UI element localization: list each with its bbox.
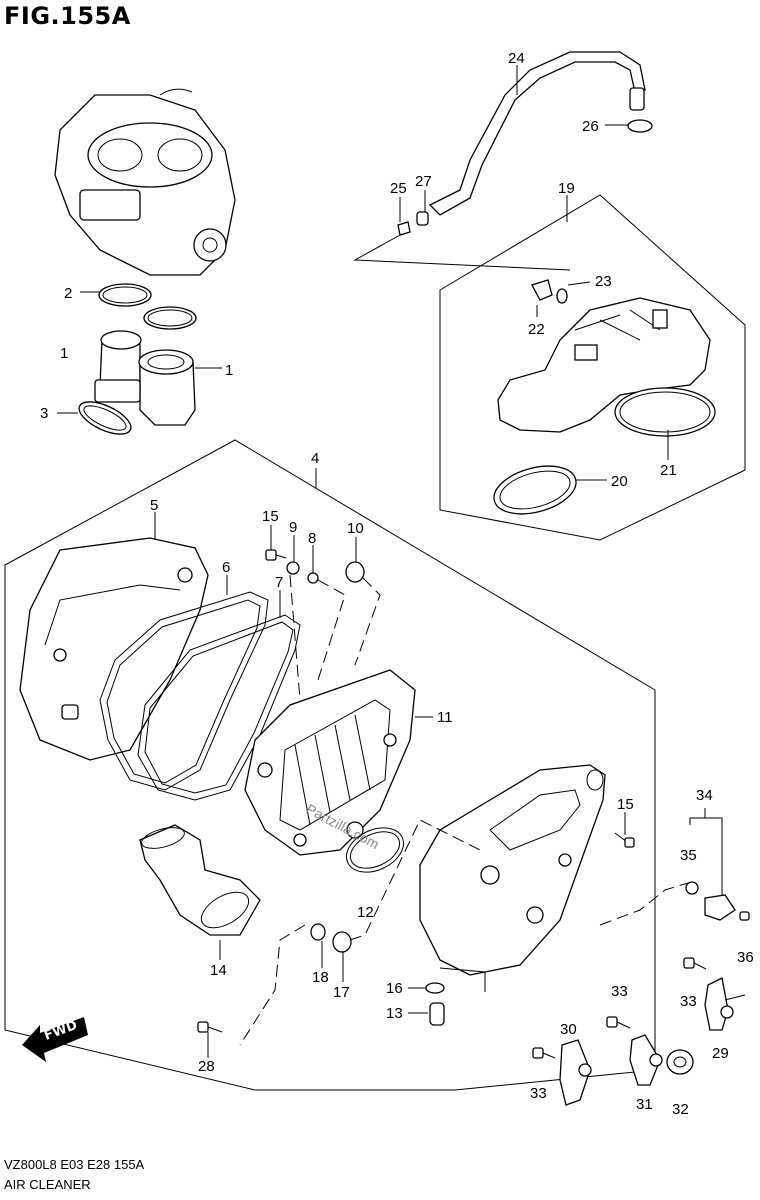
callout-15-right: 15 bbox=[617, 796, 634, 813]
cap-25 bbox=[397, 221, 411, 236]
figure-title: FIG.155A bbox=[4, 2, 131, 30]
bolt-33-a bbox=[683, 957, 707, 970]
assembly-leaders bbox=[239, 574, 689, 1046]
inlet-tube-14 bbox=[139, 824, 261, 936]
callout-20: 20 bbox=[611, 473, 628, 490]
fitting-22-23 bbox=[531, 279, 568, 304]
callout-7: 7 bbox=[275, 574, 283, 591]
callout-15-top: 15 bbox=[262, 508, 279, 525]
seal-20 bbox=[493, 465, 577, 515]
band-21 bbox=[614, 387, 716, 437]
callout-33-c: 33 bbox=[530, 1085, 547, 1102]
bolt-33-b bbox=[606, 1016, 631, 1029]
group-outline-19 bbox=[439, 194, 746, 541]
bracket-30 bbox=[559, 1039, 592, 1106]
callout-14: 14 bbox=[210, 962, 227, 979]
bolt-15-top bbox=[265, 549, 287, 561]
callout-32: 32 bbox=[672, 1101, 689, 1118]
callout-1-a: 1 bbox=[60, 345, 68, 362]
callout-labels: 1 1 2 3 4 5 6 7 8 9 10 11 12 13 14 15 15… bbox=[40, 50, 754, 1118]
callout-36: 36 bbox=[737, 949, 754, 966]
callout-8: 8 bbox=[308, 530, 316, 547]
callout-27: 27 bbox=[415, 173, 432, 190]
callout-11: 11 bbox=[437, 709, 453, 726]
bracket-31 bbox=[629, 1034, 663, 1086]
callout-16: 16 bbox=[386, 980, 403, 997]
air-cleaner-case bbox=[419, 764, 606, 976]
callout-4: 4 bbox=[311, 450, 319, 467]
callout-23: 23 bbox=[595, 273, 612, 290]
breather-hose-24 bbox=[428, 51, 646, 216]
grommet-17 bbox=[332, 931, 352, 953]
callout-1-b: 1 bbox=[225, 362, 233, 379]
callout-12: 12 bbox=[357, 904, 374, 921]
clip-26 bbox=[627, 119, 653, 133]
callout-9: 9 bbox=[289, 519, 297, 536]
leader-16 bbox=[439, 967, 486, 992]
bracket-29 bbox=[704, 977, 746, 1031]
grommet-32 bbox=[666, 1049, 694, 1075]
callout-29: 29 bbox=[712, 1045, 729, 1062]
fitting-27 bbox=[416, 211, 429, 226]
callout-35: 35 bbox=[680, 847, 697, 864]
callout-28: 28 bbox=[198, 1058, 215, 1075]
collar-18 bbox=[310, 923, 326, 941]
washer-9 bbox=[286, 561, 300, 575]
callout-17: 17 bbox=[333, 984, 350, 1001]
cover-5 bbox=[19, 537, 209, 761]
callout-34: 34 bbox=[696, 787, 713, 804]
intake-pipe-1 bbox=[94, 330, 196, 426]
model-code: VZ800L8 E03 E28 155A bbox=[4, 1157, 145, 1172]
callout-18: 18 bbox=[312, 969, 329, 986]
callout-21: 21 bbox=[660, 462, 677, 479]
throttle-body bbox=[54, 88, 236, 276]
bolt-15-right bbox=[614, 832, 635, 848]
callout-19: 19 bbox=[558, 180, 575, 197]
leader-25-27 bbox=[353, 234, 571, 271]
bolt-28 bbox=[197, 1021, 223, 1033]
callout-6: 6 bbox=[222, 559, 230, 576]
nut-8 bbox=[307, 572, 319, 584]
clip-16 bbox=[425, 982, 445, 994]
callout-2: 2 bbox=[64, 285, 72, 302]
air-filter-11 bbox=[244, 669, 416, 856]
drain-tube-13 bbox=[429, 1002, 445, 1026]
callout-10: 10 bbox=[347, 520, 364, 537]
bracket-assembly-34 bbox=[685, 808, 750, 921]
grommet-10 bbox=[345, 561, 365, 583]
callout-33-b: 33 bbox=[611, 983, 628, 1000]
fwd-arrow: FWD bbox=[22, 1017, 88, 1062]
section-name: AIR CLEANER bbox=[4, 1177, 91, 1192]
clamp-2 bbox=[98, 283, 197, 330]
clamp-3 bbox=[78, 401, 132, 435]
callout-33-a: 33 bbox=[680, 993, 697, 1010]
gasket-6 bbox=[99, 591, 269, 791]
callout-31: 31 bbox=[636, 1096, 653, 1113]
callout-leaders bbox=[57, 65, 669, 1058]
callout-22: 22 bbox=[528, 321, 545, 338]
o-ring-12 bbox=[346, 827, 404, 873]
bolt-33-c bbox=[532, 1047, 556, 1059]
callout-30: 30 bbox=[560, 1021, 577, 1038]
callout-25: 25 bbox=[390, 180, 407, 197]
callout-13: 13 bbox=[386, 1005, 403, 1022]
callout-26: 26 bbox=[582, 118, 599, 135]
callout-24: 24 bbox=[508, 50, 525, 67]
callout-5: 5 bbox=[150, 497, 158, 514]
callout-3: 3 bbox=[40, 405, 48, 422]
duct-21-cover bbox=[497, 297, 711, 433]
